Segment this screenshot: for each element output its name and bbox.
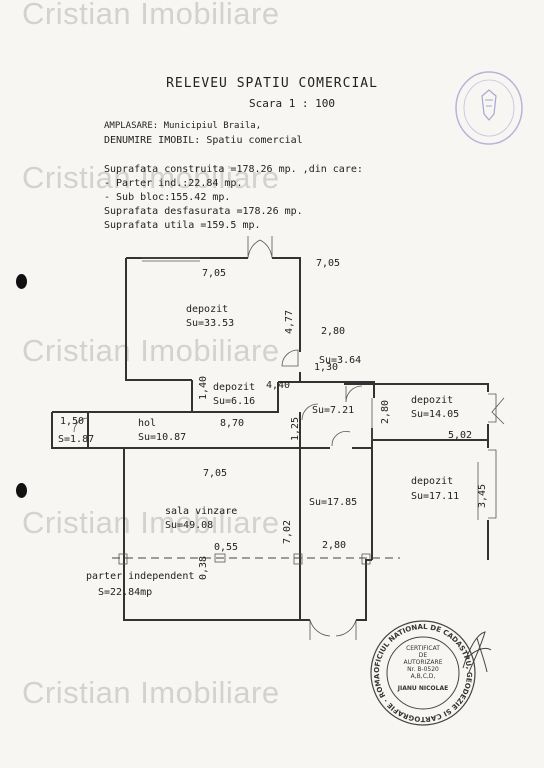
punch-hole <box>16 483 27 498</box>
dimension-label: 7,05 <box>316 258 341 269</box>
stamp-text: CERTIFICAT <box>406 645 440 652</box>
room-area: Su=49.08 <box>165 520 214 531</box>
room-area: Su=6.16 <box>213 396 256 407</box>
area-line: Suprafata desfasurata =178.26 mp. <box>104 206 303 217</box>
watermark: Cristian Imobiliare <box>22 160 280 195</box>
wall <box>272 257 301 342</box>
room-area: Su=17.85 <box>309 497 358 508</box>
room-name: hol <box>138 418 157 429</box>
stamp-text: JIANU NICOLAE <box>397 685 448 692</box>
signature <box>462 631 492 673</box>
room-name: depozit <box>411 476 454 487</box>
room-area: Su=14.05 <box>411 409 460 420</box>
watermark: Cristian Imobiliare <box>22 333 280 368</box>
seal-stamp <box>455 71 523 145</box>
area-line: Suprafata utila =159.5 mp. <box>104 220 261 231</box>
area-line: Suprafata construita =178.26 mp. ,din ca… <box>104 164 363 175</box>
dimension-label: 7,05 <box>203 468 228 479</box>
dimension-label: 2,80 <box>322 540 347 551</box>
dimension-label: 4,40 <box>266 380 291 391</box>
dimension-label: 5,02 <box>448 430 473 441</box>
area-line: - Sub bloc:155.42 mp. <box>104 192 231 203</box>
room-area: Su=33.53 <box>186 318 235 329</box>
authorization-stamp: OFICIUL NATIONAL DE CADASTRU, GEODEZIE S… <box>368 618 476 726</box>
dimension-label: 1,50 <box>60 416 85 427</box>
wall <box>51 412 301 621</box>
wall <box>356 559 372 621</box>
room-area: Su=3.64 <box>319 355 362 366</box>
room-name: depozit <box>411 395 454 406</box>
room-area: Su=7.21 <box>312 405 355 416</box>
watermark: Cristian Imobiliare <box>22 675 280 710</box>
dimension-label: 2,80 <box>380 399 391 424</box>
dimension-label: 3,45 <box>477 483 488 508</box>
wall <box>191 380 279 413</box>
room-area: S=1.87 <box>58 434 95 445</box>
room-area: S=22.84mp <box>98 587 153 598</box>
property-name-line: DENUMIRE IMOBIL: Spatiu comercial <box>104 135 303 146</box>
watermark: Cristian Imobiliare <box>22 0 280 31</box>
dimension-label: 4,77 <box>284 309 295 334</box>
room-name: depozit <box>186 304 229 315</box>
dimension-label: 1,40 <box>198 375 209 400</box>
stamp-text: A,B,C,D, <box>411 673 436 680</box>
area-line: - Parter ind.:22.84 mp. <box>104 178 243 189</box>
document-scale: Scara 1 : 100 <box>248 97 336 110</box>
room-name: depozit <box>213 382 256 393</box>
dimension-label: 1,25 <box>290 416 301 441</box>
dimension-label: 0,38 <box>198 555 209 580</box>
dimension-label: 1,30 <box>314 362 339 373</box>
room-area: Su=17.11 <box>411 491 460 502</box>
watermark: Cristian Imobiliare <box>22 505 280 540</box>
dimension-label: 7,05 <box>202 268 227 279</box>
dimension-label: 7,02 <box>282 519 293 544</box>
wall <box>344 383 489 392</box>
dimension-label: 2,80 <box>321 326 346 337</box>
document-title: RELEVEU SPATIU COMERCIAL <box>166 76 378 91</box>
dimension-label: 8,70 <box>220 418 245 429</box>
stamp-text: Nr. B-0520 <box>407 666 439 673</box>
dimension-label: 0,55 <box>214 542 239 553</box>
stamp-text: AUTORIZARE <box>404 659 443 666</box>
room-name: parter independent <box>86 571 195 582</box>
stamp-text: DE <box>419 652 428 659</box>
room-area: Su=10.87 <box>138 432 187 443</box>
punch-hole <box>16 274 27 289</box>
location-line: AMPLASARE: Municipiul Braila, <box>104 121 262 131</box>
wall <box>125 258 192 381</box>
room-name: sala vinzare <box>165 506 238 517</box>
